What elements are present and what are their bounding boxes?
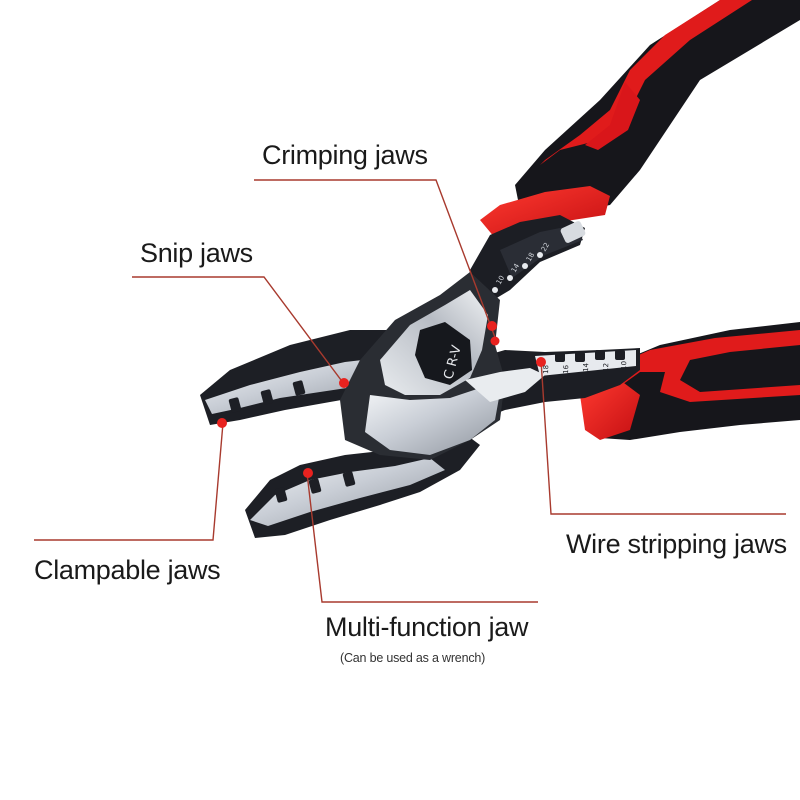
snip-jaws-label: Snip jaws xyxy=(140,238,253,268)
marker-dots xyxy=(217,321,546,478)
strip-gauge: 12 xyxy=(602,363,610,372)
crimp-gauge-markings: 10 14 18 22 xyxy=(495,241,551,286)
pivot-body xyxy=(340,272,545,460)
clampable-marker-dot xyxy=(217,418,227,428)
crimp-gauge: 22 xyxy=(540,241,551,253)
crimping-jaw-arm xyxy=(468,215,586,305)
snip-marker-dot xyxy=(339,378,349,388)
lower-handle xyxy=(580,322,800,440)
multi-function-leader xyxy=(306,472,538,603)
leader-lines xyxy=(34,179,786,603)
clampable-leader xyxy=(34,422,224,541)
wire-stripping-leader xyxy=(540,359,786,515)
crimping-marker-dot xyxy=(487,321,497,331)
strip-gauge: 10 xyxy=(620,361,628,370)
strip-gauge: 14 xyxy=(582,362,590,372)
snip-leader xyxy=(132,276,345,385)
strip-jaw-notches xyxy=(555,350,625,362)
crimping-jaws-label: Crimping jaws xyxy=(262,140,428,170)
crimp-jaw-holes xyxy=(492,252,543,293)
multi-function-jaw-label: Multi-function jaw xyxy=(325,612,529,642)
multi-function-marker-dot xyxy=(303,468,313,478)
upper-handle xyxy=(480,0,800,238)
multi-function-jaw-note: (Can be used as a wrench) xyxy=(340,651,486,665)
strip-gauge-markings: 18 16 14 12 10 xyxy=(542,361,628,374)
crimp-gauge: 10 xyxy=(495,274,506,286)
crimp-gauge: 14 xyxy=(510,262,522,274)
strip-gauge: 18 xyxy=(542,365,550,374)
wire-stripping-marker-dot xyxy=(536,357,546,367)
crimping-leader xyxy=(254,179,497,341)
strip-gauge: 16 xyxy=(562,364,570,374)
wire-stripping-jaws-label: Wire stripping jaws xyxy=(566,529,787,559)
jaw-teeth xyxy=(228,380,356,503)
crimping-marker-dot-2 xyxy=(490,336,500,346)
clampable-jaws-label: Clampable jaws xyxy=(34,555,221,585)
crimp-gauge: 18 xyxy=(525,251,536,263)
